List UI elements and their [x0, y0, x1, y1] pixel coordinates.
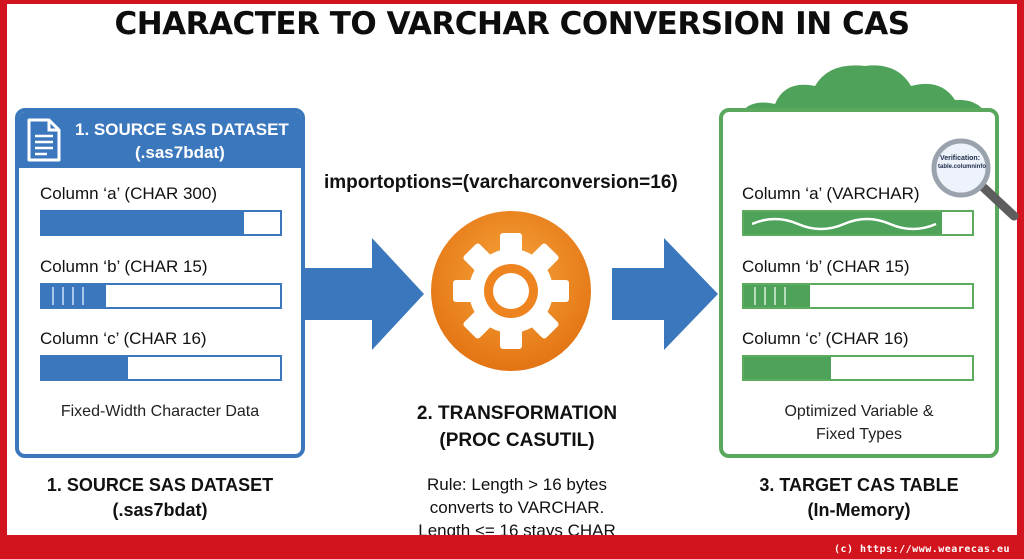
source-column-a-bar [40, 210, 282, 236]
transformation-title: 2. TRANSFORMATION (PROC CASUTIL) [372, 400, 662, 454]
source-column-b-bar [40, 283, 282, 309]
transformation-title-line2: (PROC CASUTIL) [439, 430, 595, 451]
varchar-wave-icon [752, 217, 937, 231]
arrow-right-icon [612, 238, 718, 350]
cloud-icon [728, 127, 771, 150]
verification-line1: Verification: [939, 155, 981, 162]
source-bottom-title-line2: (.sas7bdat) [112, 500, 208, 520]
target-column-a-bar [742, 210, 974, 236]
verification-label: Verification: table.columninfo [938, 155, 986, 171]
rule-line2: converts to VARCHAR. [429, 498, 605, 517]
verification-line2: table.columninfo [938, 164, 986, 170]
frame-top [0, 0, 1024, 4]
footer-credit: (c) https://www.wearecas.eu [833, 544, 1010, 555]
conversion-rule-text: Rule: Length > 16 bytes converts to VARC… [372, 473, 662, 535]
target-bottom-title: 3. TARGET CAS TABLE (In-Memory) [719, 473, 999, 523]
target-column-a-label: Column ‘a’ (VARCHAR) [742, 184, 920, 203]
gear-icon [431, 211, 591, 371]
source-header-subtitle: (.sas7bdat) [135, 143, 225, 162]
frame-left [0, 0, 7, 559]
source-column-a-label: Column ‘a’ (CHAR 300) [40, 184, 217, 203]
target-header-subtitle: (In-Memory) [815, 141, 913, 160]
source-bottom-title-line1: 1. SOURCE SAS DATASET [46, 475, 274, 495]
document-icon [27, 118, 61, 162]
rule-line1: Rule: Length > 16 bytes [426, 475, 608, 494]
magnifier-icon [931, 138, 1019, 221]
source-header: 1. SOURCE SAS DATASET (.sas7bdat) [19, 112, 301, 168]
transformation-title-line1: 2. TRANSFORMATION [416, 403, 618, 424]
source-column-c-label: Column ‘c’ (CHAR 16) [40, 329, 207, 348]
target-caption-line1: Optimized Variable & [784, 403, 934, 420]
target-column-c-bar [742, 355, 974, 381]
target-column-b-bar [742, 283, 974, 309]
target-caption: Optimized Variable & Fixed Types [723, 400, 995, 446]
source-header-title: 1. SOURCE SAS DATASET [75, 120, 289, 139]
target-column-c-label: Column ‘c’ (CHAR 16) [742, 329, 909, 348]
target-header-title: 3. TARGET CAS TABLE [776, 118, 965, 137]
target-caption-line2: Fixed Types [816, 426, 902, 443]
footer-bar: (c) https://www.wearecas.eu [0, 535, 1024, 559]
source-column-c-bar [40, 355, 282, 381]
arrow-left-icon [300, 238, 424, 350]
target-bottom-title-line2: (In-Memory) [807, 500, 911, 520]
source-caption: Fixed-Width Character Data [60, 403, 260, 420]
target-bottom-title-line1: 3. TARGET CAS TABLE [759, 475, 959, 495]
import-options-text: importoptions=(varcharconversion=16) [324, 172, 678, 193]
source-dataset-panel: 1. SOURCE SAS DATASET (.sas7bdat) Column… [15, 108, 305, 458]
rule-line3: Length <= 16 stays CHAR [418, 521, 616, 535]
frame-right [1017, 0, 1024, 559]
source-column-b-label: Column ‘b’ (CHAR 15) [40, 257, 208, 276]
source-bottom-title: 1. SOURCE SAS DATASET (.sas7bdat) [15, 473, 305, 523]
target-column-b-label: Column ‘b’ (CHAR 15) [742, 257, 910, 276]
page-title: CHARACTER TO VARCHAR CONVERSION IN CAS [114, 6, 910, 42]
